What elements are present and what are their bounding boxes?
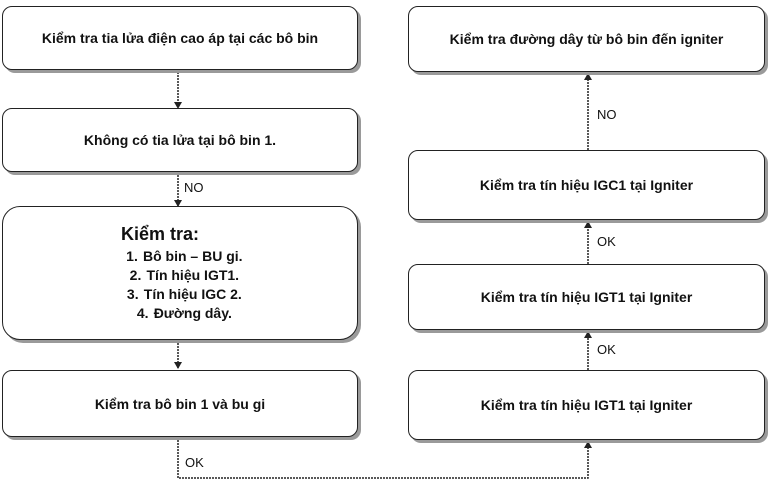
- label-ok-2: OK: [596, 342, 617, 357]
- check-list-items: 1.Bô bin – BU gi. 2.Tín hiệu IGT1. 3.Tín…: [121, 247, 243, 323]
- check-item-number: 2.: [129, 266, 142, 283]
- box-check-igc1: Kiểm tra tín hiệu IGC1 tại Igniter: [408, 150, 765, 220]
- label-ok-bottom: OK: [184, 455, 205, 470]
- label-no-1: NO: [183, 180, 205, 195]
- box-check-igc1-text: Kiểm tra tín hiệu IGC1 tại Igniter: [479, 177, 694, 193]
- box-check-list: Kiểm tra: 1. Bô bin – BU gi. 2.Tín hiệu I…: [2, 206, 358, 340]
- box-check-igt1-middle-text: Kiểm tra tín hiệu IGT1 tại Igniter: [480, 289, 693, 305]
- box-check-igt1-middle: Kiểm tra tín hiệu IGT1 tại Igniter: [408, 264, 765, 330]
- label-no-2: NO: [596, 107, 618, 122]
- box-check-coil-plug: Kiểm tra bô bin 1 và bu gi: [2, 370, 358, 437]
- box-check-wiring-text: Kiểm tra đường dây từ bô bin đến igniter: [449, 31, 724, 47]
- check-item-text: Tín hiệu IGC 2.: [143, 285, 242, 302]
- box-check-spark: Kiểm tra tia lửa điện cao áp tại các bô …: [2, 6, 358, 70]
- box-check-igt1-bottom-text: Kiểm tra tín hiệu IGT1 tại Igniter: [480, 397, 693, 413]
- check-item-number: 3.: [126, 285, 139, 302]
- check-list-item: 4.Đường dây.: [121, 304, 243, 323]
- check-list-item: 1. Bô bin – BU gi.: [121, 247, 243, 266]
- arrow-coil-to-igt1: [177, 437, 592, 479]
- check-item-text: Đường dây.: [153, 304, 232, 321]
- box-no-spark-text: Không có tia lửa tại bô bin 1.: [83, 132, 277, 148]
- label-ok-1: OK: [596, 234, 617, 249]
- check-item-text: Tín hiệu IGT1.: [146, 266, 240, 283]
- check-list-title: Kiểm tra:: [121, 223, 200, 244]
- box-check-wiring: Kiểm tra đường dây từ bô bin đến igniter: [408, 6, 765, 72]
- check-list-item: 2.Tín hiệu IGT1.: [121, 266, 243, 285]
- check-item-text: Bô bin – BU gi.: [143, 247, 243, 264]
- box-check-coil-plug-text: Kiểm tra bô bin 1 và bu gi: [94, 395, 266, 412]
- check-list-item: 3.Tín hiệu IGC 2.: [121, 285, 243, 304]
- check-item-number: 1.: [126, 247, 138, 264]
- box-check-igt1-bottom: Kiểm tra tín hiệu IGT1 tại Igniter: [408, 370, 765, 440]
- check-item-number: 4.: [136, 304, 149, 321]
- box-check-spark-text: Kiểm tra tia lửa điện cao áp tại các bô …: [41, 30, 319, 46]
- box-no-spark: Không có tia lửa tại bô bin 1.: [2, 108, 358, 172]
